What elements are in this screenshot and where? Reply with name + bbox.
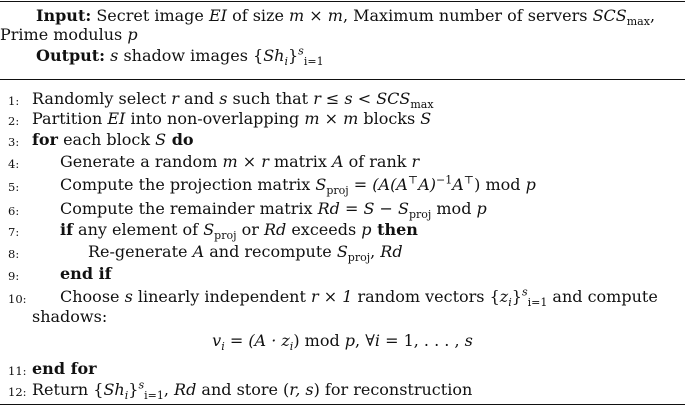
top-rule [0,1,685,2]
output-label: Output: [36,46,106,65]
bottom-rule [0,404,685,405]
shadow-equation: vi = (A · zi) mod p, ∀i = 1, . . . , s [212,331,473,354]
header-rule [0,79,685,80]
output-line: Output: s shadow images {Shi}si=1 [36,44,324,69]
input-line-2: Prime modulus p [0,25,138,44]
input-label: Input: [36,6,92,25]
input-line-1: Input: Secret image EI of size m × m, Ma… [36,6,656,29]
